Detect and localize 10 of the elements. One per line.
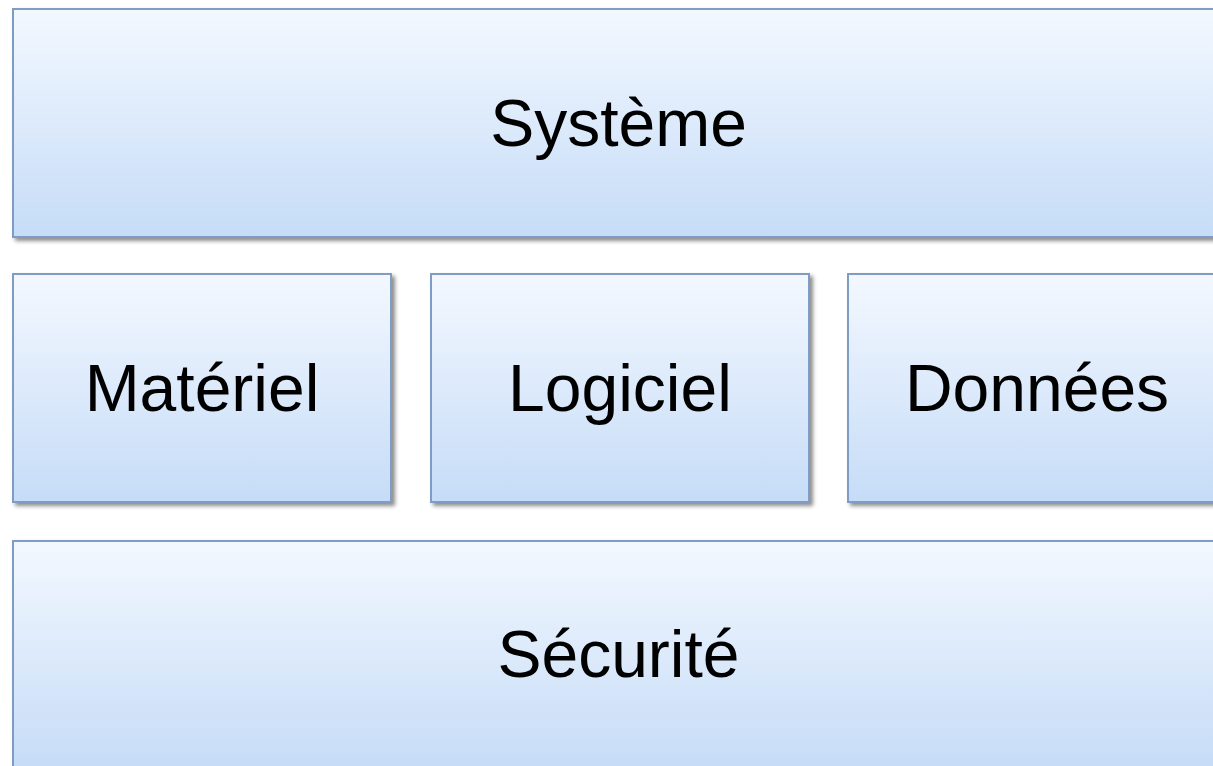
layer-box xyxy=(430,273,810,503)
layer-label: Système xyxy=(490,85,747,161)
layer-box xyxy=(847,273,1213,503)
layer-label: Données xyxy=(904,350,1170,426)
layer-label: Matériel xyxy=(84,350,320,426)
layer-box xyxy=(12,8,1213,238)
layer-box xyxy=(12,540,1213,766)
layer-box xyxy=(12,273,392,503)
layer-label: Logiciel xyxy=(508,350,732,426)
layer-label: Sécurité xyxy=(497,616,740,692)
